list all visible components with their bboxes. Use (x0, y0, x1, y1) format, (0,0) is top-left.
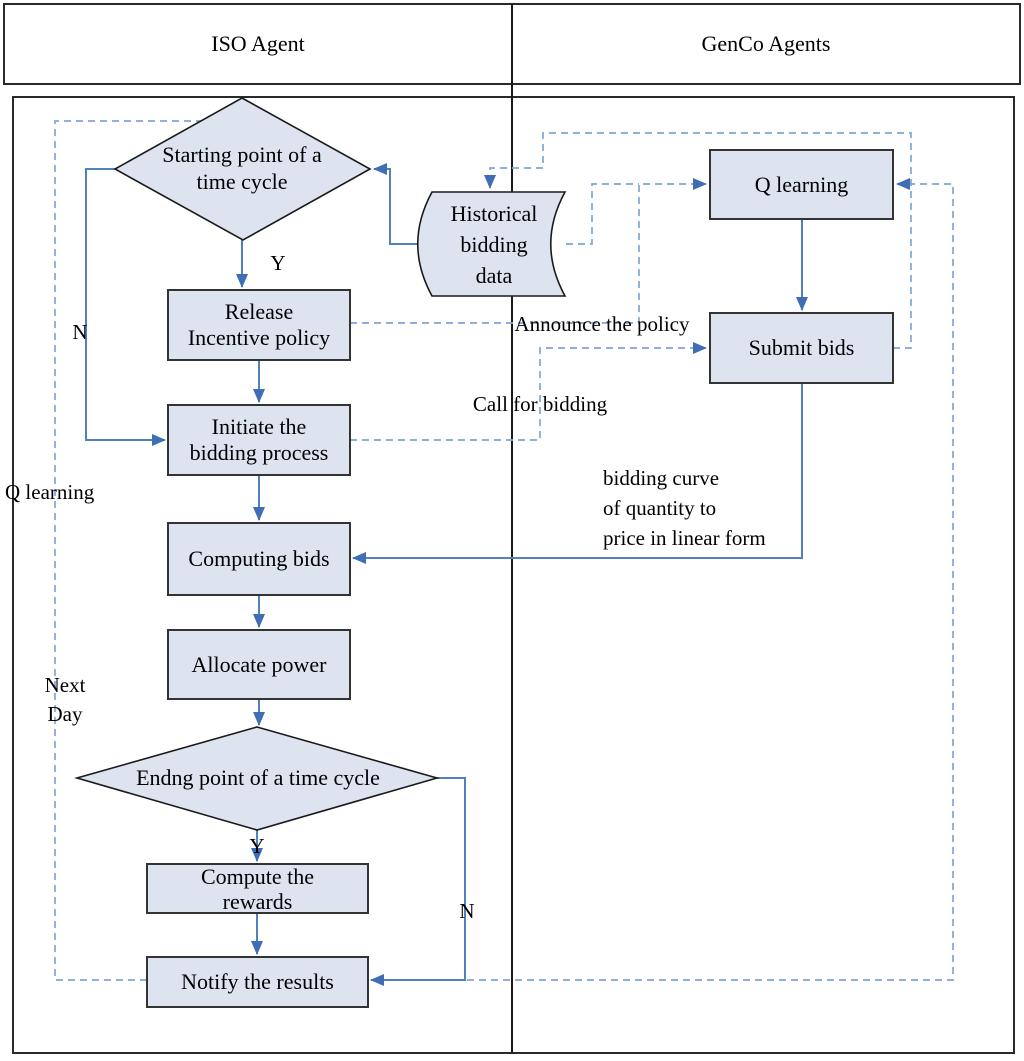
qlearning-loop-label: Q learning (5, 480, 95, 504)
notify-box (146, 956, 369, 1008)
computing-box-label: Computing bids (188, 546, 330, 571)
call-for-bidding-label: Call for bidding (472, 392, 608, 416)
edge-notify-qlearning-dashed (467, 178, 954, 981)
body-frame (12, 96, 1015, 1054)
historical-data-shape (417, 191, 567, 297)
start-no-label: N (72, 320, 88, 344)
lane-header-iso: ISO Agent (211, 31, 305, 56)
submit-box-label: Submit bids (748, 335, 855, 360)
ending-diamond-label: Endng point of a time cycle (136, 765, 380, 790)
edge-ending-no-loop (370, 777, 466, 986)
historical-data-label: Historical bidding data (450, 200, 538, 288)
edge-submit-historical-dashed (484, 132, 912, 349)
bidding-curve-label: bidding curve of quantity to price in li… (603, 466, 766, 550)
notify-box-label: Notify the results (181, 969, 334, 994)
computing-box (167, 522, 351, 596)
initiate-box-label: Initiate the bidding process (189, 414, 329, 465)
announce-policy-label: Announce the policy (514, 312, 690, 336)
edge-historical-qlearning-dashed (566, 183, 639, 245)
initiate-box (167, 404, 351, 476)
ending-no-label: N (459, 899, 475, 923)
submit-box (709, 312, 894, 384)
rewards-box (146, 863, 369, 914)
edge-historical-start (373, 163, 418, 245)
allocate-box-label: Allocate power (191, 651, 327, 677)
start-yes-label: Y (270, 251, 286, 275)
edge-release-qlearning-dashed (350, 178, 707, 324)
edge-submit-computing (352, 383, 803, 564)
allocate-box (167, 629, 351, 700)
edge-initiate-submit-dashed (350, 342, 707, 441)
release-box (167, 289, 351, 361)
release-box-label: Release Incentive policy (187, 299, 331, 350)
start-diamond-label: Starting point of a time cycle (162, 142, 322, 194)
lane-header-genco: GenCo Agents (701, 31, 831, 56)
ending-yes-label: Y (249, 834, 265, 858)
rewards-box-label: Compute the rewards (200, 863, 315, 914)
next-day-label: Next Day (44, 673, 86, 726)
qlearning-box-label: Q learning (754, 171, 849, 197)
start-diamond (113, 97, 372, 241)
ending-diamond (74, 726, 440, 831)
edge-start-no-loop (85, 168, 166, 446)
qlearning-box (709, 149, 894, 220)
